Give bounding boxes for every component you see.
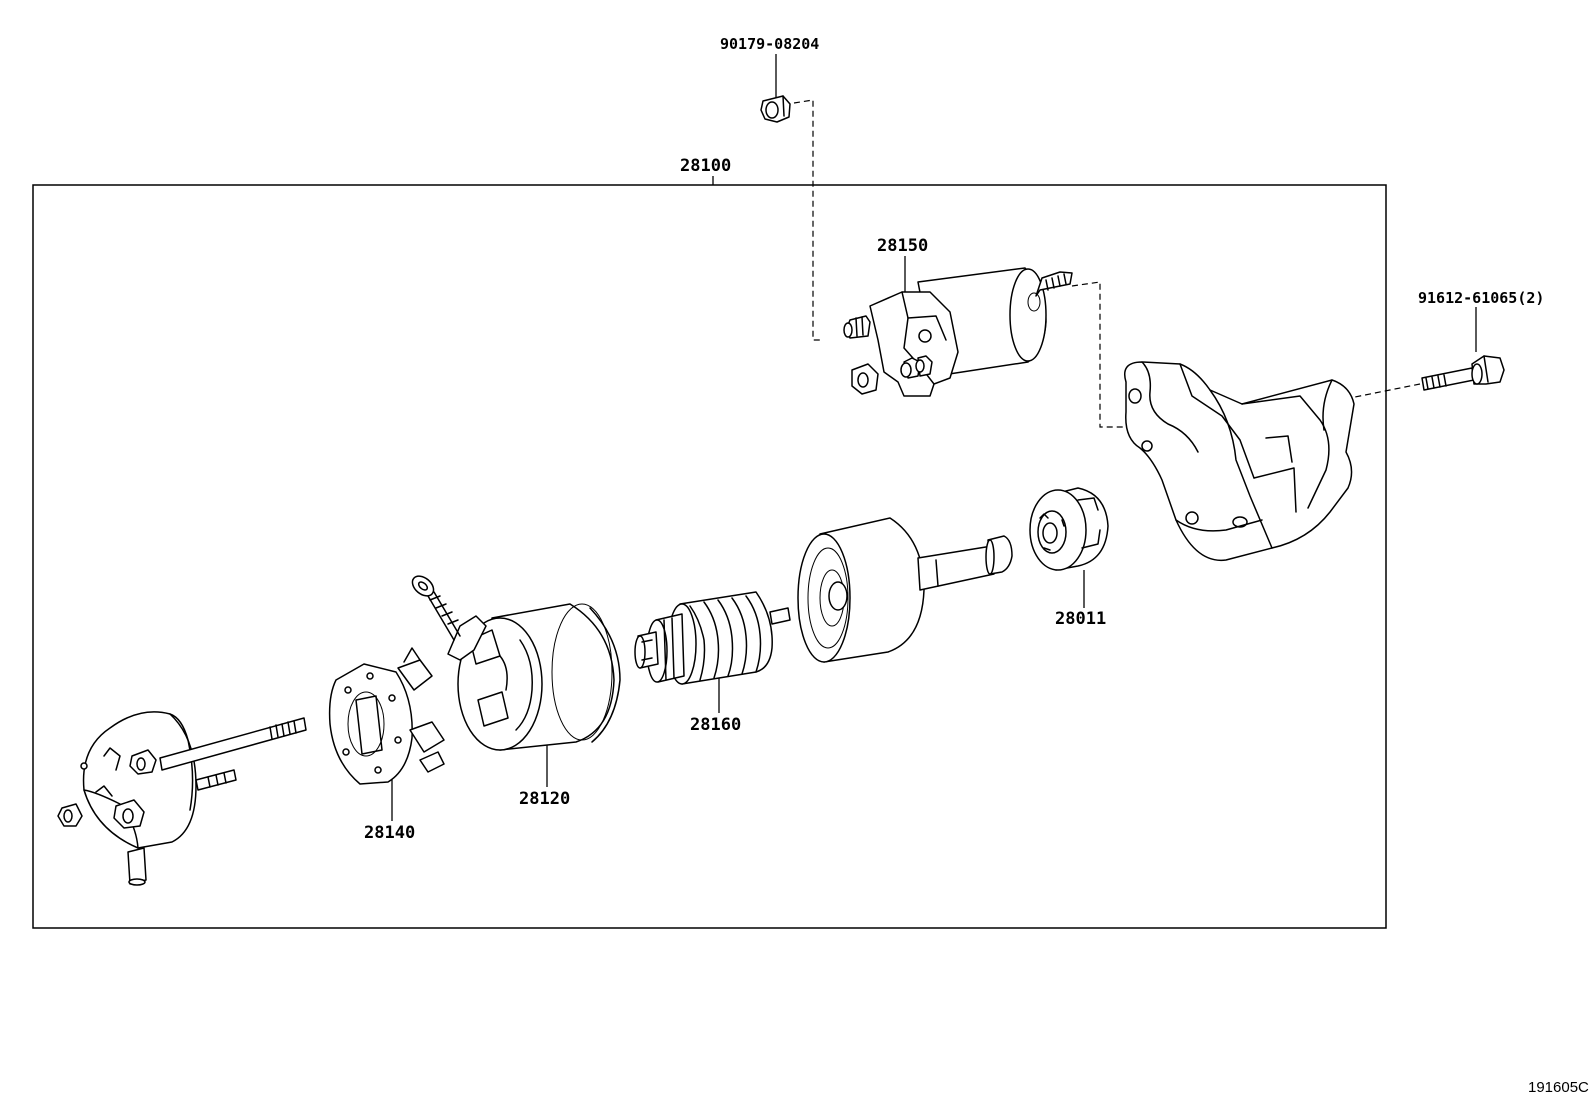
dash-solenoid-to-housing (1071, 281, 1124, 428)
assembly-boundary-box (32, 184, 1387, 929)
yoke-icon (411, 575, 621, 751)
brush-holder-icon (328, 647, 445, 785)
bolt-label: 91612-61065(2) (1418, 289, 1544, 307)
armature-label: 28160 (690, 715, 741, 735)
figure-code: 191605C (1528, 1079, 1589, 1096)
dash-nut-to-solenoid (793, 99, 822, 341)
solenoid-icon (843, 267, 1073, 397)
nut-top-icon (760, 95, 791, 123)
yoke-label: 28120 (519, 789, 570, 809)
clutch-label: 28011 (1055, 609, 1106, 629)
end-frame-icon (57, 711, 307, 886)
brush-holder-label: 28140 (364, 823, 415, 843)
dash-bolt-to-housing (1349, 383, 1421, 399)
bolt-icon (1421, 355, 1505, 391)
nut-top-label: 90179-08204 (720, 35, 819, 53)
clutch-icon (1029, 487, 1109, 571)
armature-icon (634, 591, 791, 685)
shaft-assembly-icon (797, 517, 1013, 663)
drive-housing-icon (1124, 361, 1355, 562)
assembly-label: 28100 (680, 156, 731, 176)
solenoid-label: 28150 (877, 236, 928, 256)
